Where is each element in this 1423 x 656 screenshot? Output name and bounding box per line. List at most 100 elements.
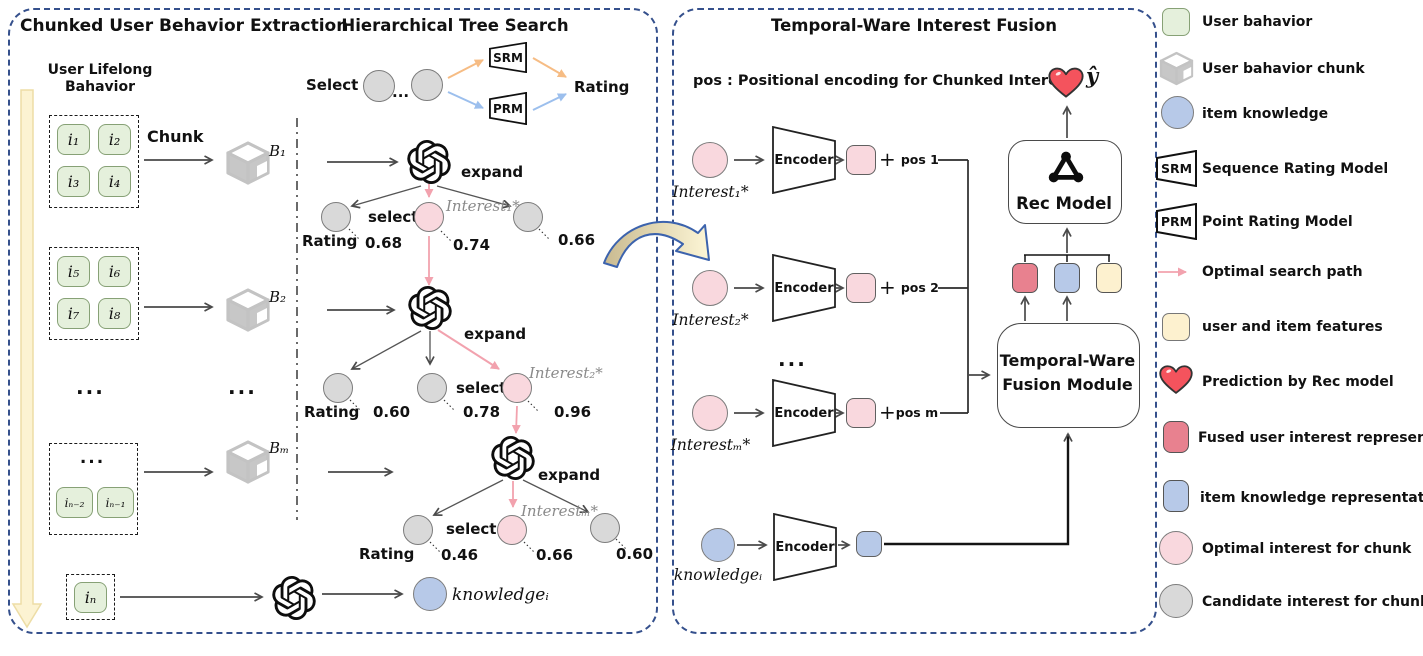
optimal-path-arrow xyxy=(437,329,500,370)
interest-input-label: Interest₁* xyxy=(672,183,749,201)
item-knowledge-circle xyxy=(413,577,447,611)
fused-interest-square-icon xyxy=(1163,421,1189,453)
prm-label: PRM xyxy=(493,101,523,116)
rating-connector xyxy=(443,399,456,412)
rating-connector xyxy=(349,399,362,412)
rating-value: 0.68 xyxy=(365,234,403,252)
fusion-panel-title: Temporal-Ware Interest Fusion xyxy=(771,16,1057,35)
srm-label: SRM xyxy=(493,50,523,65)
rating-connector xyxy=(440,230,453,243)
expand-arrow xyxy=(352,330,422,369)
rating-connector xyxy=(538,228,551,241)
legend-label: User bahavior chunk xyxy=(1202,61,1365,77)
knowledge-label: knowledgeᵢ xyxy=(452,585,549,605)
pos-note: pos : Positional encoding for Chunked In… xyxy=(693,73,1074,89)
final-item-group: iₙ xyxy=(66,574,115,620)
rating-row-label: Rating xyxy=(302,232,358,250)
chunk-arrow-label: Chunk xyxy=(147,127,204,146)
optimal-interest-circle xyxy=(497,515,527,545)
fusion-panel-border xyxy=(672,8,1157,634)
behavior-item: i₇ xyxy=(57,298,90,329)
srm-to-rating-arrow xyxy=(532,57,567,78)
behavior-item: iₙ₋₂ xyxy=(56,487,93,518)
legend-label: item knowledge xyxy=(1202,106,1329,122)
behavior-chunk-group-1: i₁ i₂ i₃ i₄ xyxy=(49,115,139,208)
rating-value: 0.74 xyxy=(453,236,491,254)
behavior-chunk-group-m: ... iₙ₋₂ iₙ₋₁ xyxy=(49,443,138,535)
chunk-ellipsis: ... xyxy=(79,448,106,468)
rating-connector xyxy=(429,541,442,554)
expand-label: expand xyxy=(538,466,601,484)
behavior-item: i₁ xyxy=(57,124,90,155)
bucket-label: B₂ xyxy=(269,288,287,306)
legend-label: User bahavior xyxy=(1202,14,1313,30)
item-knowledge-circle-icon xyxy=(1161,96,1194,129)
fusion-module-box: Temporal-Ware Fusion Module xyxy=(997,323,1140,428)
interest-input-label: Interestₘ* xyxy=(670,436,751,454)
behavior-item: iₙ₋₁ xyxy=(97,487,134,518)
behavior-item: i₃ xyxy=(57,166,90,197)
optimal-interest-circle xyxy=(502,373,532,403)
left-panel-border xyxy=(8,8,658,634)
legend-label: Fused user interest representation xyxy=(1198,430,1423,446)
bucket-label: B₁ xyxy=(269,142,287,160)
rating-connector xyxy=(523,541,536,554)
expand-arrow xyxy=(434,479,504,515)
candidate-interest-circle xyxy=(363,70,395,102)
select-to-prm-arrow xyxy=(447,91,484,109)
expand-arrow xyxy=(352,185,422,206)
legend-label: Prediction by Rec model xyxy=(1202,374,1394,390)
legend-label: Optimal search path xyxy=(1202,264,1363,280)
prm-to-rating-arrow xyxy=(532,93,567,111)
behavior-chunk-group-2: i₅ i₆ i₇ i₈ xyxy=(49,247,139,340)
interest-embedding-square xyxy=(846,398,876,428)
legend-label: item knowledge representation xyxy=(1200,490,1423,506)
interest-label: Interest₂* xyxy=(529,364,603,382)
prm-model: PRM xyxy=(489,92,527,125)
user-behavior-square-icon xyxy=(1162,8,1190,36)
feature-bracket xyxy=(1024,254,1110,262)
behavior-chunk-cube-icon xyxy=(224,438,272,486)
timeline-arrow xyxy=(11,89,43,629)
encoder-label: Encoder xyxy=(774,152,834,168)
rating-connector xyxy=(348,228,361,241)
behavior-item: iₙ xyxy=(74,582,107,613)
rec-model-box: Rec Model xyxy=(1008,140,1122,224)
legend-label: Optimal interest for chunk xyxy=(1202,541,1412,557)
rating-value: 0.60 xyxy=(373,403,411,421)
llm-icon xyxy=(491,436,535,480)
llm-icon xyxy=(272,576,316,620)
knowledge-to-fusion-line xyxy=(884,434,1068,546)
optimal-interest-circle xyxy=(414,202,444,232)
pos-term: +pos m xyxy=(879,400,939,424)
candidate-interest-circle xyxy=(403,515,433,545)
fused-interest-square xyxy=(1012,263,1038,293)
candidate-interest-circle xyxy=(590,513,620,543)
rows-ellipsis: ... xyxy=(778,347,807,371)
bucket-ellipsis: ... xyxy=(228,375,257,399)
rating-value: 0.66 xyxy=(536,546,574,564)
features-square xyxy=(1096,263,1122,293)
prm-trapezoid-icon: PRM xyxy=(1156,203,1197,240)
bucket-label: Bₘ xyxy=(269,439,290,457)
prediction-label: ŷ xyxy=(1086,63,1099,88)
legend-label: user and item features xyxy=(1202,319,1383,335)
optimal-interest-circle xyxy=(692,395,728,431)
candidate-interest-circle xyxy=(513,202,543,232)
encoder: Encoder xyxy=(772,126,836,194)
knowledge-embedding-square xyxy=(856,531,882,557)
panel-transfer-arrow xyxy=(603,220,710,268)
fusion-module-label-line1: Temporal-Ware xyxy=(999,351,1136,370)
rating-value: 0.96 xyxy=(554,403,592,421)
interest-label: Interest₁* xyxy=(446,197,520,215)
rating-connector xyxy=(615,538,628,551)
rating-value: 0.46 xyxy=(441,546,479,564)
rating-value: 0.78 xyxy=(463,403,501,421)
behavior-chunk-cube-icon xyxy=(224,286,272,334)
expand-label: expand xyxy=(461,163,524,181)
expand-arrow xyxy=(436,185,510,206)
expand-arrow xyxy=(522,479,588,512)
tree-panel-title: Hierarchical Tree Search xyxy=(341,16,569,35)
